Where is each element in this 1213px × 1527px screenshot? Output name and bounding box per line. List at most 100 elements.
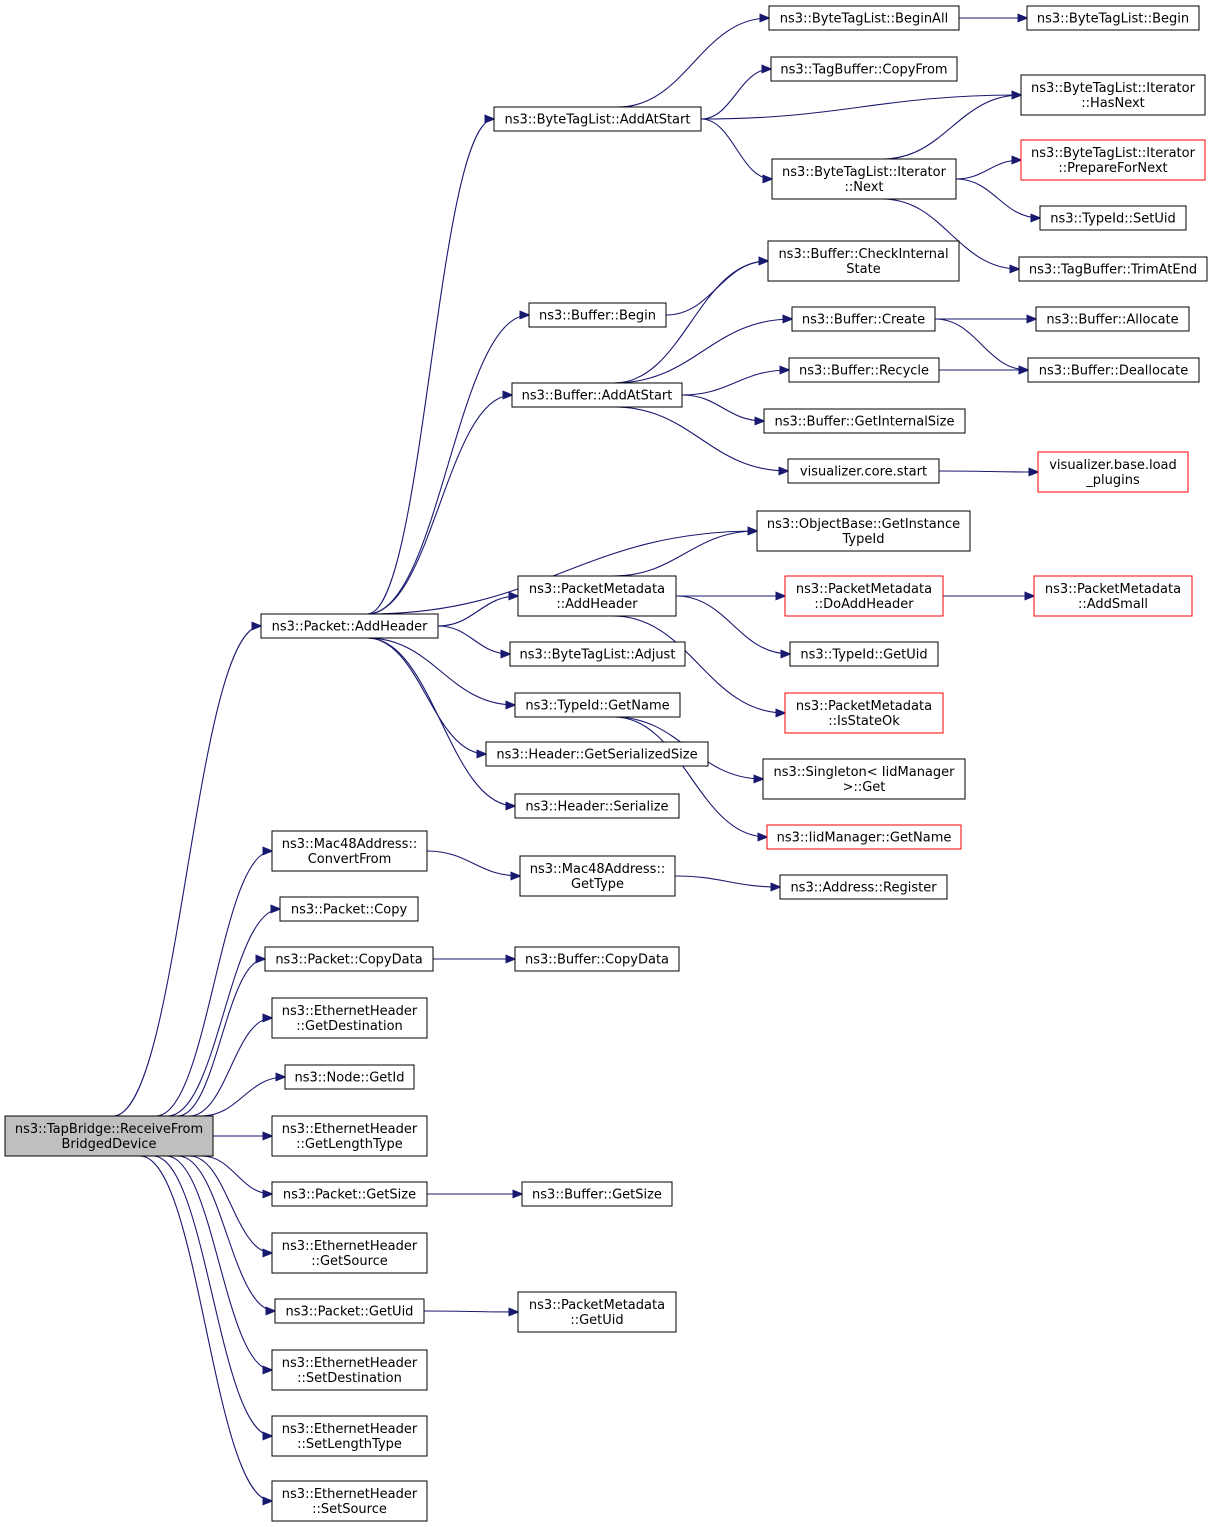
function-node-buf-copydata[interactable]: ns3::Buffer::CopyData: [514, 946, 680, 972]
function-node-buf-recycle[interactable]: ns3::Buffer::Recycle: [788, 357, 940, 383]
function-node-hdr-serialize[interactable]: ns3::Header::Serialize: [514, 793, 680, 819]
node-box: [509, 641, 686, 667]
function-node-pm-addheader[interactable]: ns3::PacketMetadata::AddHeader: [517, 575, 677, 617]
function-node-btl-it-prepare[interactable]: ns3::ByteTagList::Iterator::PrepareForNe…: [1020, 139, 1206, 181]
node-label-line: GetType: [571, 877, 624, 892]
function-node-pm-doaddheader[interactable]: ns3::PacketMetadata::DoAddHeader: [784, 575, 944, 617]
function-node-iid-getname[interactable]: ns3::IidManager::GetName: [766, 824, 962, 850]
function-node-pm-isstateok[interactable]: ns3::PacketMetadata::IsStateOk: [784, 692, 944, 734]
node-label-line: ns3::PacketMetadata: [529, 582, 665, 597]
function-node-btl-it-next[interactable]: ns3::ByteTagList::Iterator::Next: [771, 158, 957, 200]
function-node-btl-it-hasnext[interactable]: ns3::ByteTagList::Iterator::HasNext: [1020, 74, 1206, 116]
function-node-hdr-getsersize[interactable]: ns3::Header::GetSerializedSize: [485, 741, 709, 767]
function-node-btl-adjust[interactable]: ns3::ByteTagList::Adjust: [509, 641, 686, 667]
call-edge-buf-create-to-buf-deallocate: [934, 318, 1028, 370]
node-label-line: ns3::ByteTagList::AddAtStart: [505, 113, 691, 128]
function-node-pkt-copy[interactable]: ns3::Packet::Copy: [279, 896, 419, 922]
node-box: [770, 56, 958, 82]
function-node-eth-setlentype[interactable]: ns3::EthernetHeader::SetLengthType: [271, 1415, 428, 1457]
node-box: [1020, 74, 1206, 116]
call-edge-vis-core-start-to-vis-load-plugins: [938, 471, 1038, 472]
function-node-eth-getlentype[interactable]: ns3::EthernetHeader::GetLengthType: [271, 1115, 428, 1157]
function-node-buf-getinternalsize[interactable]: ns3::Buffer::GetInternalSize: [763, 408, 966, 434]
node-box: [274, 1298, 425, 1324]
call-edge-root-to-eth-setdest: [166, 1155, 272, 1370]
function-node-pkt-getsize[interactable]: ns3::Packet::GetSize: [271, 1181, 428, 1207]
function-node-mac-convertfrom[interactable]: ns3::Mac48Address::ConvertFrom: [271, 830, 428, 872]
node-label-line: ns3::TapBridge::ReceiveFrom: [15, 1122, 203, 1137]
function-node-buf-addatstart[interactable]: ns3::Buffer::AddAtStart: [511, 382, 683, 408]
node-label-line: visualizer.core.start: [800, 465, 927, 480]
function-node-pkt-addheader[interactable]: ns3::Packet::AddHeader: [260, 613, 439, 639]
node-box: [260, 613, 439, 639]
node-box: [1018, 256, 1208, 282]
function-node-tb-copyfrom[interactable]: ns3::TagBuffer::CopyFrom: [770, 56, 958, 82]
function-node-eth-setdest[interactable]: ns3::EthernetHeader::SetDestination: [271, 1349, 428, 1391]
function-node-buf-deallocate[interactable]: ns3::Buffer::Deallocate: [1027, 357, 1200, 383]
node-label-line: ns3::EthernetHeader: [282, 1422, 418, 1437]
function-node-btl-addatstart[interactable]: ns3::ByteTagList::AddAtStart: [493, 106, 702, 132]
function-node-eth-getdest[interactable]: ns3::EthernetHeader::GetDestination: [271, 997, 428, 1039]
edges-layer: [112, 18, 1040, 1501]
node-label-line: ns3::ByteTagList::Iterator: [1031, 146, 1196, 161]
call-edge-mac-gettype-to-addr-register: [674, 875, 780, 887]
function-node-buf-allocate[interactable]: ns3::Buffer::Allocate: [1035, 306, 1190, 332]
function-node-btl-begin[interactable]: ns3::ByteTagList::Begin: [1026, 5, 1200, 31]
node-box: [787, 458, 940, 484]
function-node-tid-setuid[interactable]: ns3::TypeId::SetUid: [1039, 205, 1187, 231]
node-label-line: ns3::EthernetHeader: [282, 1004, 418, 1019]
function-node-mac-gettype[interactable]: ns3::Mac48Address::GetType: [519, 855, 676, 897]
function-node-pm-getuid[interactable]: ns3::PacketMetadata::GetUid: [517, 1291, 677, 1333]
node-box: [1020, 139, 1206, 181]
function-node-pm-addsmall[interactable]: ns3::PacketMetadata::AddSmall: [1033, 575, 1193, 617]
function-node-node-getid[interactable]: ns3::Node::GetId: [284, 1064, 415, 1090]
function-node-buf-begin[interactable]: ns3::Buffer::Begin: [528, 302, 667, 328]
call-edge-pm-addheader-to-pm-isstateok: [612, 615, 785, 713]
node-label-line: ns3::TagBuffer::CopyFrom: [780, 63, 947, 78]
node-label-line: ns3::Buffer::Create: [802, 313, 925, 328]
node-box: [788, 357, 940, 383]
node-label-line: ns3::PacketMetadata: [796, 582, 932, 597]
function-node-pkt-copydata[interactable]: ns3::Packet::CopyData: [264, 946, 434, 972]
function-node-vis-load-plugins[interactable]: visualizer.base.load_plugins: [1037, 451, 1189, 493]
node-label-line: ns3::Buffer::Allocate: [1046, 313, 1178, 328]
call-edge-btl-it-next-to-tid-setuid: [955, 178, 1040, 218]
node-box: [517, 575, 677, 617]
call-edge-pkt-addheader-to-btl-adjust: [437, 625, 510, 654]
node-label-line: ns3::Mac48Address::: [530, 862, 665, 877]
node-label-line: ns3::Buffer::GetSize: [532, 1188, 662, 1203]
call-edge-btl-addatstart-to-btl-beginall: [618, 18, 769, 108]
node-label-line: ns3::IidManager::GetName: [777, 831, 952, 846]
function-node-eth-setsource[interactable]: ns3::EthernetHeader::SetSource: [271, 1480, 428, 1522]
node-label-line: ns3::EthernetHeader: [282, 1356, 418, 1371]
call-edge-pkt-addheader-to-objbase-getinst: [367, 531, 757, 615]
function-node-buf-getsize[interactable]: ns3::Buffer::GetSize: [521, 1181, 673, 1207]
function-node-addr-register[interactable]: ns3::Address::Register: [779, 874, 948, 900]
function-node-pkt-getuid[interactable]: ns3::Packet::GetUid: [274, 1298, 425, 1324]
function-node-tid-getuid[interactable]: ns3::TypeId::GetUid: [789, 641, 939, 667]
call-edge-pkt-addheader-to-pm-addheader: [437, 596, 518, 627]
node-label-line: ns3::Buffer::GetInternalSize: [775, 415, 955, 430]
function-node-btl-beginall[interactable]: ns3::ByteTagList::BeginAll: [768, 5, 960, 31]
node-label-line: ns3::Packet::CopyData: [275, 953, 422, 968]
node-label-line: ::GetDestination: [296, 1019, 403, 1034]
node-label-line: ::GetSource: [311, 1254, 388, 1269]
node-box: [767, 240, 960, 282]
function-node-singleton-get[interactable]: ns3::Singleton< IidManager >::Get: [762, 758, 966, 800]
function-node-eth-getsource[interactable]: ns3::EthernetHeader::GetSource: [271, 1232, 428, 1274]
node-label-line: ns3::Packet::GetSize: [283, 1188, 416, 1203]
node-box: [1026, 5, 1200, 31]
node-label-line: ns3::Header::GetSerializedSize: [496, 748, 697, 763]
node-box: [271, 1415, 428, 1457]
function-node-buf-create[interactable]: ns3::Buffer::Create: [791, 306, 936, 332]
call-edge-btl-addatstart-to-btl-it-next: [700, 118, 772, 179]
node-label-line: ::AddHeader: [556, 597, 638, 612]
function-node-tid-getname[interactable]: ns3::TypeId::GetName: [514, 692, 681, 718]
function-node-vis-core-start[interactable]: visualizer.core.start: [787, 458, 940, 484]
call-edge-pm-addheader-to-tid-getuid: [675, 595, 790, 654]
function-node-tb-trimatend[interactable]: ns3::TagBuffer::TrimAtEnd: [1018, 256, 1208, 282]
